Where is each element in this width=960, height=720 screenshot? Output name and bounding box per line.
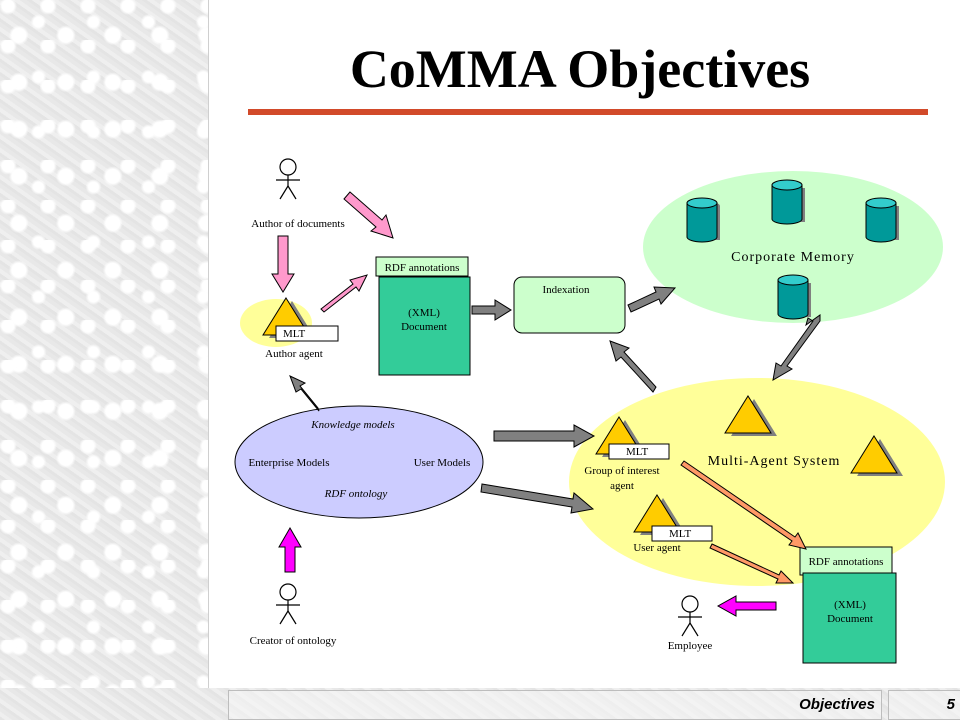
magenta-arrow [716, 595, 777, 617]
rdf-ontology-label: RDF ontology [324, 488, 388, 500]
xml-label: (XML) [408, 307, 440, 319]
mlt-label: MLT [669, 528, 691, 540]
database-icon [865, 197, 899, 243]
author-agent-label: Author agent [265, 348, 323, 360]
magenta-arrow [278, 527, 302, 573]
agent-triangle-icon [724, 395, 777, 436]
title-underline [248, 109, 928, 115]
knowledge-models-ellipse [234, 405, 484, 519]
salmon-arrow [709, 543, 795, 584]
corporate-memory-label: Corporate Memory [731, 250, 855, 265]
mlt-box: MLT [608, 443, 670, 460]
agent-triangle-icon [850, 435, 903, 476]
creator-person-icon [276, 583, 300, 625]
employee-person-icon [678, 595, 702, 637]
footer-page-number: 5 [888, 690, 960, 720]
gray-arrow [627, 286, 677, 313]
group-agent-label-line2: agent [610, 480, 634, 492]
author-person-icon [276, 158, 300, 200]
gray-double-arrow [772, 314, 821, 381]
document-label: Document [401, 321, 447, 333]
user-agent-label: User agent [633, 542, 680, 554]
user-models-label: User Models [414, 457, 471, 469]
author-of-documents-label: Author of documents [251, 218, 344, 230]
slide-sidebar-texture [0, 0, 209, 720]
creator-of-ontology-label: Creator of ontology [250, 635, 337, 647]
database-icon [686, 197, 720, 243]
pink-arrow [343, 191, 394, 239]
pink-arrow [271, 235, 295, 293]
xml-document-left: RDF annotations (XML) Document [375, 256, 471, 376]
gray-arrow [471, 299, 512, 321]
rdf-annotations-label: RDF annotations [385, 262, 460, 274]
mlt-label: MLT [626, 446, 648, 458]
indexation-box: Indexation [513, 276, 626, 334]
enterprise-models-label: Enterprise Models [249, 457, 330, 469]
xml-label: (XML) [834, 599, 866, 611]
gray-arrow [480, 483, 595, 514]
group-agent-label-line1: Group of interest [584, 465, 659, 477]
mlt-label: MLT [283, 328, 305, 340]
database-icon [777, 274, 811, 320]
slide-title: CoMMA Objectives [349, 39, 811, 99]
employee-label: Employee [668, 640, 713, 652]
multi-agent-system-label: Multi-Agent System [708, 454, 841, 469]
pink-arrow [320, 274, 368, 313]
rdf-annotations-label: RDF annotations [809, 556, 884, 568]
indexation-label: Indexation [542, 284, 590, 296]
knowledge-models-label: Knowledge models [310, 419, 394, 431]
database-icon [771, 179, 805, 225]
gray-arrow [493, 424, 596, 448]
mlt-box: MLT [651, 525, 713, 542]
gray-arrow [289, 375, 320, 412]
gray-arrow [609, 340, 657, 393]
mlt-box: MLT [275, 325, 339, 342]
xml-document-right: RDF annotations (XML) Document [799, 546, 897, 664]
document-label: Document [827, 613, 873, 625]
salmon-arrow [680, 460, 807, 550]
footer-section-title: Objectives [228, 690, 882, 720]
